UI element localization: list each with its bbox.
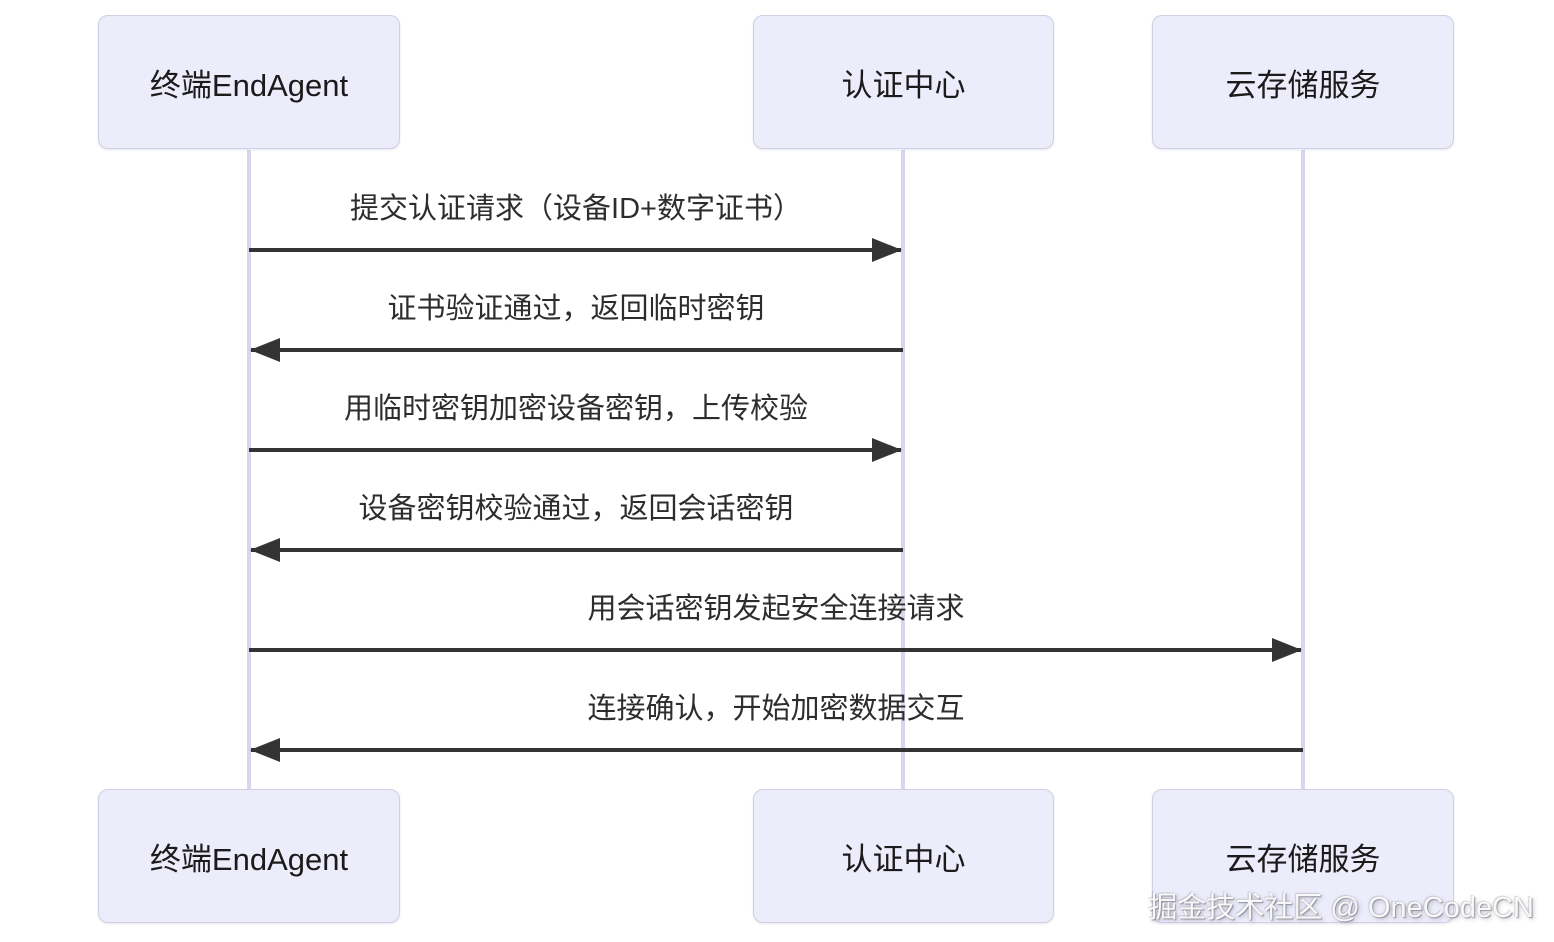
actor-bottom-cloud-storage: 云存储服务 xyxy=(1152,789,1454,923)
message-label: 用会话密钥发起安全连接请求 xyxy=(587,593,965,625)
message-label: 设备密钥校验通过，返回会话密钥 xyxy=(358,493,794,525)
arrowhead-right-icon xyxy=(872,438,902,462)
message-label: 连接确认，开始加密数据交互 xyxy=(587,693,965,725)
arrowhead-right-icon xyxy=(872,238,902,262)
arrowhead-left-icon xyxy=(250,538,280,562)
message-line xyxy=(249,448,901,452)
actor-label: 云存储服务 xyxy=(1225,67,1381,103)
actor-label: 认证中心 xyxy=(841,67,966,103)
actor-top-endagent: 终端EndAgent xyxy=(98,15,400,149)
actor-top-cloud-storage: 云存储服务 xyxy=(1152,15,1454,149)
watermark: 掘金技术社区 @ OneCodeCN xyxy=(1148,892,1534,924)
lifeline-endagent xyxy=(247,150,251,790)
actor-label: 终端EndAgent xyxy=(149,67,349,103)
message-line xyxy=(251,548,903,552)
actor-bottom-auth-center: 认证中心 xyxy=(753,789,1054,923)
actor-bottom-endagent: 终端EndAgent xyxy=(98,789,400,923)
message-line xyxy=(251,348,903,352)
actor-label: 终端EndAgent xyxy=(149,841,349,877)
arrowhead-left-icon xyxy=(250,338,280,362)
message-line xyxy=(249,248,901,252)
lifeline-auth-center xyxy=(901,150,905,790)
arrowhead-left-icon xyxy=(250,738,280,762)
arrowhead-right-icon xyxy=(1272,638,1302,662)
lifeline-cloud-storage xyxy=(1301,150,1305,790)
message-line xyxy=(249,648,1301,652)
message-line xyxy=(251,748,1303,752)
message-label: 用临时密钥加密设备密钥，上传校验 xyxy=(343,393,808,425)
actor-label: 认证中心 xyxy=(841,841,966,877)
actor-label: 云存储服务 xyxy=(1225,841,1381,877)
actor-top-auth-center: 认证中心 xyxy=(753,15,1054,149)
message-label: 提交认证请求（设备ID+数字证书） xyxy=(350,193,802,225)
message-label: 证书验证通过，返回临时密钥 xyxy=(387,293,765,325)
